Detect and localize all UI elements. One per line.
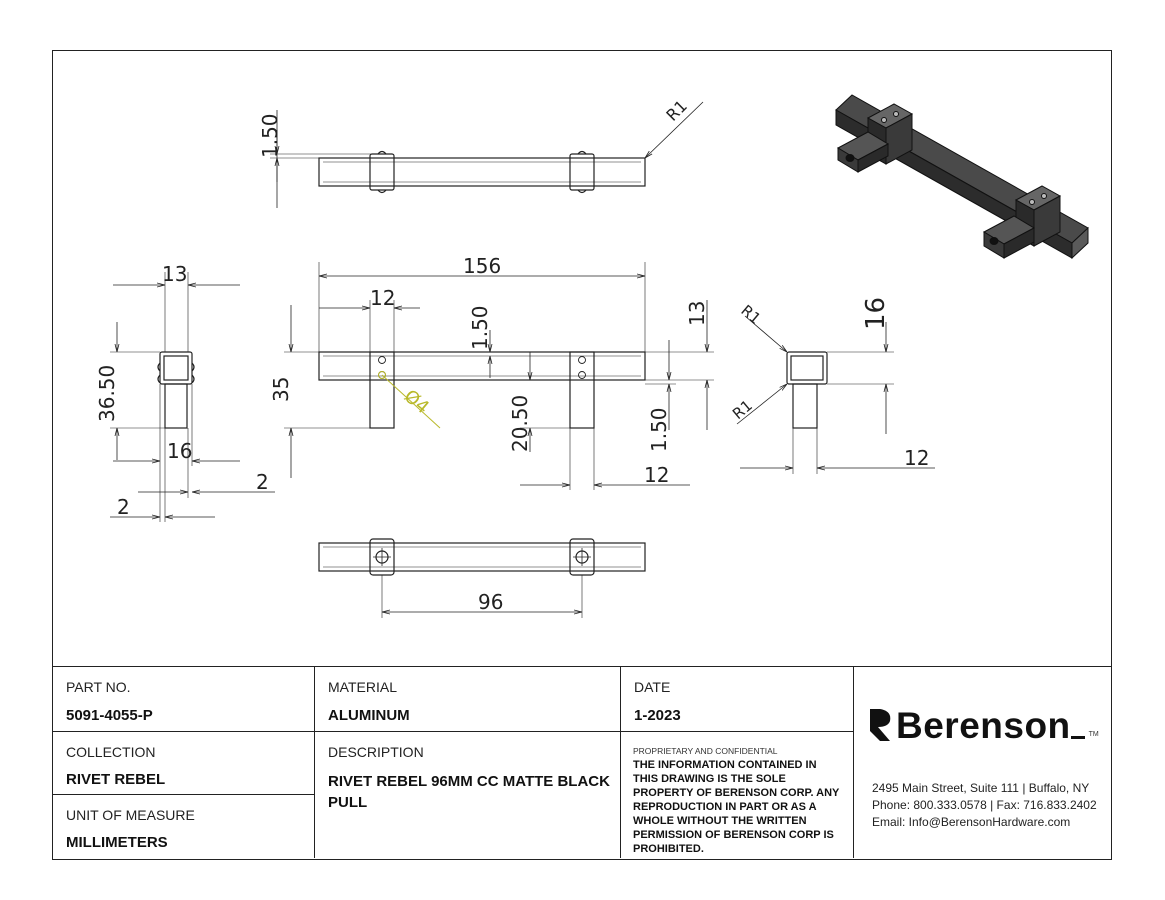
cell-collection: COLLECTION RIVET REBEL xyxy=(53,732,315,795)
brand-underline xyxy=(1070,735,1085,739)
date-value: 1-2023 xyxy=(634,707,681,724)
dim-side-gap-b: 2 xyxy=(117,495,130,519)
brand-panel: Berenson TM 2495 Main Street, Suite 111 … xyxy=(854,667,1110,858)
brand-name: Berenson xyxy=(896,705,1071,746)
cell-part-no: PART NO. 5091-4055-P xyxy=(53,667,315,732)
dim-end-width: 12 xyxy=(904,446,929,470)
brand-email: Email: Info@BerensonHardware.com xyxy=(872,815,1071,829)
dim-front-height: 35 xyxy=(269,377,293,402)
cell-date: DATE 1-2023 xyxy=(621,667,854,732)
berenson-logo: Berenson TM xyxy=(868,705,1099,747)
dim-side-height: 36.50 xyxy=(95,365,119,422)
part-no-label: PART NO. xyxy=(66,679,131,695)
bottom-view xyxy=(318,538,646,618)
dim-top-thickness: 1.50 xyxy=(258,113,282,158)
dim-front-hole: Ø4 xyxy=(400,386,433,419)
material-value: ALUMINUM xyxy=(328,707,410,724)
cell-description: DESCRIPTION RIVET REBEL 96MM CC MATTE BL… xyxy=(315,732,621,858)
front-view xyxy=(284,262,714,490)
dim-end-radius-top: R1 xyxy=(737,301,764,328)
dim-side-gap-a: 2 xyxy=(256,470,269,494)
isometric-view xyxy=(835,94,1089,260)
dim-bottom-center-to-center: 96 xyxy=(478,590,503,614)
part-no-value: 5091-4055-P xyxy=(66,707,153,724)
collection-label: COLLECTION xyxy=(66,744,156,760)
uom-label: UNIT OF MEASURE xyxy=(66,807,195,823)
brand-phone: Phone: 800.333.0578 | Fax: 716.833.2402 xyxy=(872,798,1097,812)
side-view xyxy=(110,272,275,522)
collection-value: RIVET REBEL xyxy=(66,771,166,788)
description-label: DESCRIPTION xyxy=(328,744,424,760)
dim-top-radius: R1 xyxy=(662,96,690,124)
uom-value: MILLIMETERS xyxy=(66,834,168,851)
dim-front-bar-height: 13 xyxy=(685,301,709,326)
dim-front-post-bottom: 12 xyxy=(644,463,669,487)
proprietary-heading: PROPRIETARY AND CONFIDENTIAL xyxy=(633,746,778,756)
end-view xyxy=(736,315,935,474)
berenson-mark-icon xyxy=(870,709,891,741)
dim-front-post-height: 20.50 xyxy=(508,395,532,452)
cell-uom: UNIT OF MEASURE MILLIMETERS xyxy=(53,795,315,858)
hole-callout xyxy=(378,371,441,429)
dim-front-thickness: 1.50 xyxy=(468,305,492,350)
brand-trademark: TM xyxy=(1088,730,1099,738)
dim-side-inner: 16 xyxy=(167,439,192,463)
dim-side-width: 13 xyxy=(162,262,187,286)
dim-end-radius-bottom: R1 xyxy=(729,396,756,423)
dim-front-post-width: 12 xyxy=(370,286,395,310)
dim-front-wall: 1.50 xyxy=(647,407,671,452)
date-label: DATE xyxy=(634,679,671,695)
dim-end-size: 16 xyxy=(861,297,891,330)
proprietary-text: THE INFORMATION CONTAINED IN THIS DRAWIN… xyxy=(633,759,840,855)
top-view xyxy=(270,101,704,208)
cell-material: MATERIAL ALUMINUM xyxy=(315,667,621,732)
title-block: PART NO. 5091-4055-P COLLECTION RIVET RE… xyxy=(52,666,1112,860)
brand-address: 2495 Main Street, Suite 111 | Buffalo, N… xyxy=(872,781,1090,795)
description-value: RIVET REBEL 96MM CC MATTE BLACK PULL xyxy=(328,773,610,811)
cell-proprietary: PROPRIETARY AND CONFIDENTIAL THE INFORMA… xyxy=(621,732,854,858)
dim-front-length: 156 xyxy=(463,254,501,278)
material-label: MATERIAL xyxy=(328,679,397,695)
